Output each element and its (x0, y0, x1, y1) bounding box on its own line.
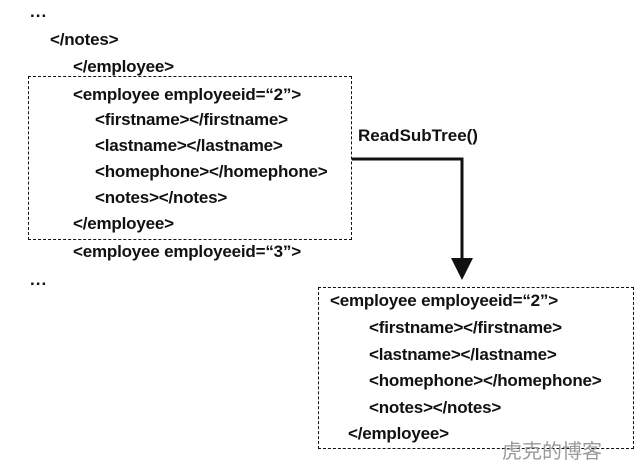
arrow-head (451, 258, 473, 280)
source-line-employee-close: </employee> (73, 57, 174, 76)
result-line-notes: <notes></notes> (369, 398, 502, 417)
source-line-employee-3: <employee employeeid=“3”> (73, 242, 301, 261)
ellipsis-bottom: ... (30, 270, 48, 289)
source-line-employee-close-2: </employee> (73, 214, 174, 233)
result-line-employee-open: <employee employeeid=“2”> (330, 291, 558, 310)
source-line-homephone: <homephone></homephone> (95, 162, 328, 181)
result-line-homephone: <homephone></homephone> (369, 371, 602, 390)
readsubtree-label: ReadSubTree() (358, 126, 478, 145)
source-line-employee-open: <employee employeeid=“2”> (73, 85, 301, 104)
source-line-notes: <notes></notes> (95, 188, 228, 207)
source-line-firstname: <firstname></firstname> (95, 110, 288, 129)
ellipsis-top: ... (30, 2, 48, 21)
source-line-notes-close: </notes> (50, 30, 119, 49)
source-selection-box (28, 76, 352, 240)
result-subtree-box (318, 287, 634, 449)
result-line-employee-close: </employee> (348, 424, 449, 443)
result-line-lastname: <lastname></lastname> (369, 345, 557, 364)
source-line-lastname: <lastname></lastname> (95, 136, 283, 155)
arrow-line (352, 157, 464, 262)
watermark: 虎克的博客 (502, 439, 602, 463)
result-line-firstname: <firstname></firstname> (369, 318, 562, 337)
